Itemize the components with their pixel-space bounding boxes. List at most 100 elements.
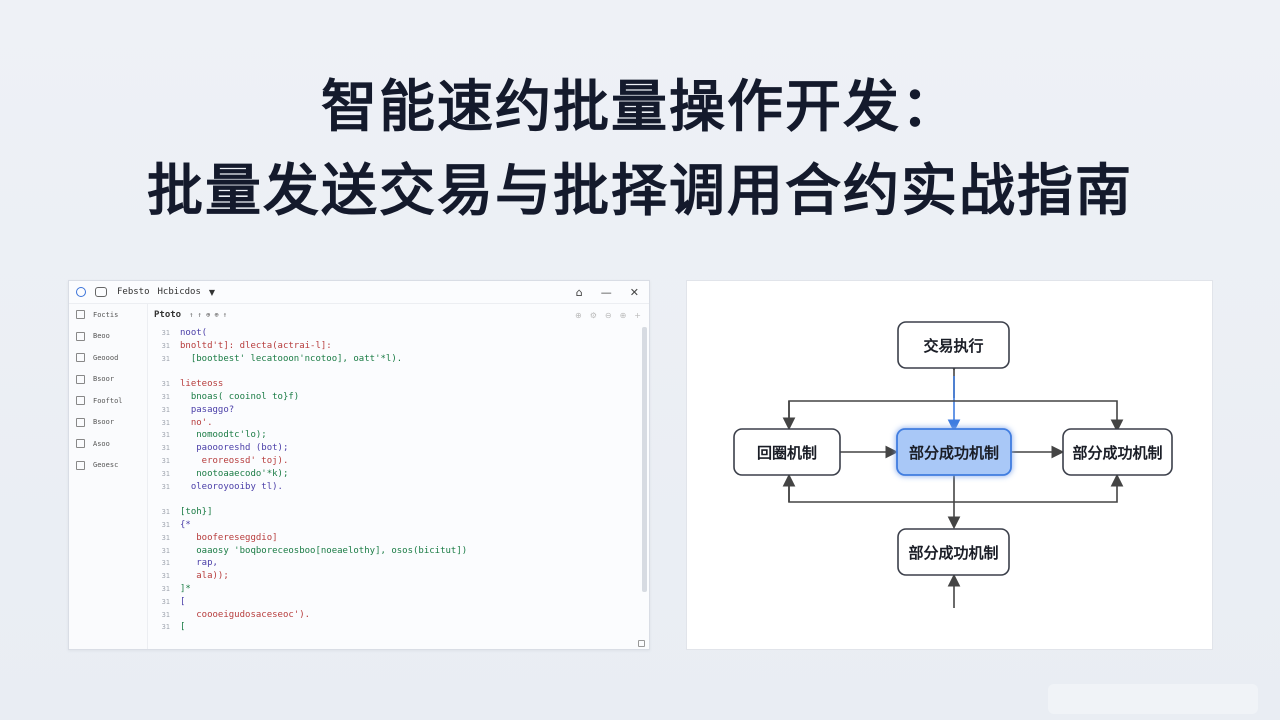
code-line: 31[toh}]: [148, 506, 639, 519]
line-number: 31: [161, 456, 170, 465]
close-icon[interactable]: ✕: [629, 285, 639, 299]
line-number: 31: [161, 533, 170, 542]
node-right[interactable]: 部分成功机制: [1062, 428, 1173, 476]
code-line: 31 eroreossd' toj).: [148, 455, 639, 468]
titlebar-text: Febsto: [117, 287, 150, 297]
flow-diagram: 交易执行 回圈机制 部分成功机制 部分成功机制 部分成功机制: [686, 280, 1213, 650]
code-line: 31 noot(: [148, 327, 639, 340]
sidebar-item[interactable]: Beoo: [69, 326, 147, 348]
code-line: 31 bnoas( cooinol to}f): [148, 391, 639, 404]
code-text: rap,: [180, 558, 218, 569]
edge-bottom-loop: [788, 473, 1124, 503]
sidebar-item[interactable]: Bsoor: [69, 412, 147, 434]
code-text: paoooreshd (bot);: [180, 443, 289, 454]
code-line: 31 paoooreshd (bot);: [148, 442, 639, 455]
code-line: 31[: [148, 596, 639, 609]
line-number: 31: [161, 597, 170, 606]
tool-icon[interactable]: ⊕: [575, 310, 582, 320]
headline-line-2: 批量发送交易与批择调用合约实战指南: [147, 159, 1133, 224]
code-line: 31 bnoltd't]: dlecta(actrai-l]:: [148, 340, 639, 353]
code-text: ]*: [180, 583, 191, 594]
line-number: 31: [161, 329, 170, 337]
code-text: lieteoss: [180, 379, 224, 390]
code-line: 31 nootoaaecodo'*k);: [148, 468, 639, 481]
code-text: nomoodtc'lo);: [180, 430, 267, 441]
node-left-label: 回圈机制: [757, 444, 817, 462]
line-number: 31: [161, 546, 170, 555]
code-text: boofereseggdio]: [180, 532, 278, 543]
sidebar-item[interactable]: Asoo: [69, 433, 147, 455]
sidebar-item-label: Geoesc: [93, 461, 119, 470]
code-text: bnoltd't]: dlecta(actrai-l]:: [180, 340, 332, 351]
editor-scrollbar[interactable]: [642, 327, 647, 592]
file-icon: [76, 310, 85, 320]
code-line: 31 ala));: [148, 570, 639, 583]
code-text: bnoas( cooinol to}f): [180, 391, 300, 402]
node-bottom[interactable]: 部分成功机制: [897, 528, 1010, 576]
code-line: 31 nomoodtc'lo);: [148, 429, 639, 442]
code-line: [148, 493, 639, 506]
sidebar-item-label: Bsoor: [93, 418, 115, 427]
line-number: 31: [161, 405, 170, 414]
sidebar-item-label: Bsoor: [93, 375, 115, 384]
tab-sub-controls[interactable]: ↑ ↑ ⊕ ⊕ ↑: [189, 311, 228, 319]
line-number: 31: [161, 572, 170, 581]
node-top-label: 交易执行: [923, 337, 983, 355]
file-icon: [76, 439, 85, 449]
headline-line-1: 智能速约批量操作开发：: [321, 75, 959, 140]
code-text: noot(: [180, 328, 208, 338]
node-right-label: 部分成功机制: [1072, 444, 1162, 462]
node-bottom-label: 部分成功机制: [908, 544, 998, 562]
sidebar-item-label: Fooftol: [93, 396, 123, 405]
node-top[interactable]: 交易执行: [897, 321, 1010, 369]
code-line: 31 ]*: [148, 583, 639, 596]
line-number: 31: [161, 623, 170, 632]
resize-corner-icon[interactable]: [638, 640, 645, 647]
split-icon[interactable]: ⊖: [604, 310, 612, 320]
plus-icon[interactable]: +: [634, 310, 641, 320]
sidebar-item[interactable]: Fooftol: [69, 390, 147, 412]
camera-icon[interactable]: [95, 287, 107, 297]
code-text: pasaggo?: [180, 404, 235, 415]
sidebar-item[interactable]: Bsoor: [69, 369, 147, 391]
titlebar-project[interactable]: Hcbicdos: [157, 287, 201, 297]
code-line: 31 coooeigudosaceseoc').: [148, 609, 639, 622]
code-line: 31 [: [148, 621, 639, 634]
code-text: [: [180, 622, 186, 633]
sidebar-item-label: Asoo: [93, 439, 110, 448]
sidebar-item[interactable]: Geoesc: [69, 455, 147, 477]
code-text: {*: [180, 519, 191, 530]
flow-diagram-svg: 交易执行 回圈机制 部分成功机制 部分成功机制 部分成功机制: [733, 321, 1173, 608]
node-center[interactable]: 部分成功机制: [896, 428, 1012, 476]
line-number: 31: [161, 341, 170, 350]
edge-top-loop: [788, 400, 1124, 433]
sidebar-item[interactable]: Geoood: [69, 347, 147, 369]
code-line: 31 pasaggo?: [148, 404, 639, 417]
line-number: [148, 365, 180, 378]
file-icon: [76, 460, 85, 470]
code-line: 31 [bootbest' lecatooon'ncotoo], oatt'*l…: [148, 353, 639, 366]
tab-active[interactable]: Ptoto: [154, 310, 182, 320]
code-line: 31{*: [148, 519, 639, 532]
line-number: 31: [161, 584, 170, 593]
line-number: 31: [161, 418, 170, 427]
line-number: [148, 493, 180, 506]
app-circle-icon[interactable]: [76, 287, 86, 297]
code-line: 31 rap,: [148, 557, 639, 570]
line-number: 31: [161, 610, 170, 619]
more-icon[interactable]: ⊕: [619, 310, 627, 320]
code-text: oaaosy 'boqboreceosboo[noeaelothy], osos…: [180, 545, 468, 556]
chevron-down-icon[interactable]: ▼: [208, 287, 216, 297]
settings-icon[interactable]: ⚙: [589, 310, 597, 320]
home-icon[interactable]: ⌂: [575, 285, 583, 299]
sidebar-item-label: Geoood: [93, 353, 119, 362]
sidebar-item[interactable]: Foctis: [69, 304, 147, 326]
code-line: 31 oaaosy 'boqboreceosboo[noeaelothy], o…: [148, 545, 639, 558]
minimize-icon[interactable]: —: [600, 285, 612, 299]
node-left[interactable]: 回圈机制: [733, 428, 841, 476]
code-text: coooeigudosaceseoc').: [180, 609, 311, 620]
file-icon: [76, 374, 85, 384]
connectors: [782, 358, 1124, 608]
